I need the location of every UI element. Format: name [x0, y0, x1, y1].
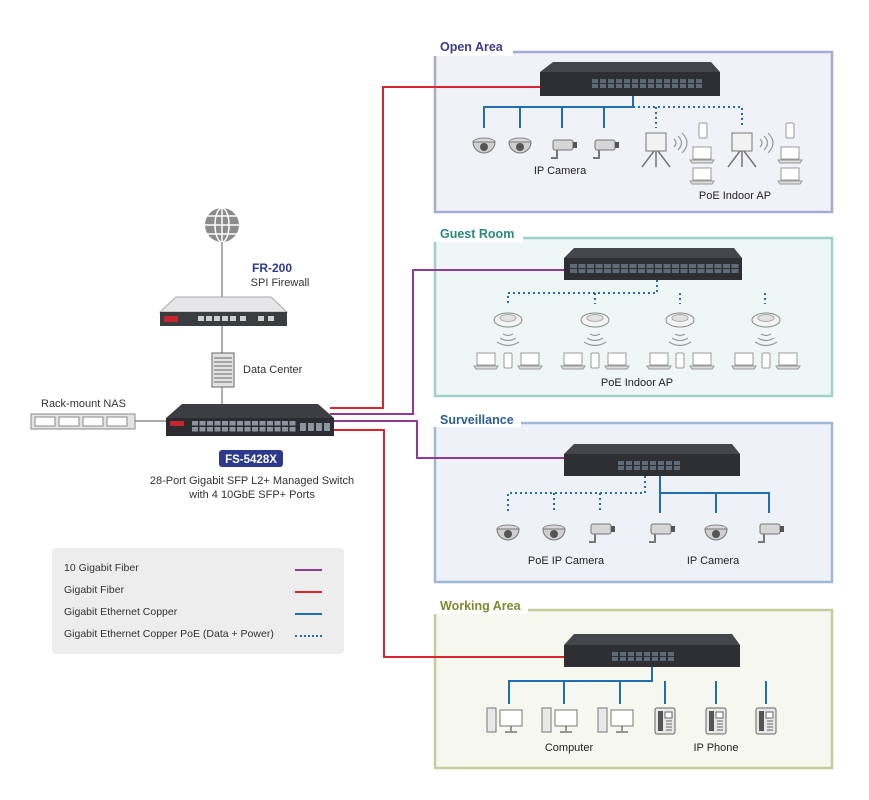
laptop-icon	[689, 146, 715, 164]
internet-globe-icon	[205, 207, 239, 243]
data-center-label: Data Center	[243, 364, 303, 376]
working-area-links	[508, 667, 767, 704]
legend: 10 Gigabit Fiber Gigabit Fiber Gigabit E…	[52, 548, 344, 654]
laptop-icon	[689, 167, 715, 185]
uplink-guest-room	[330, 269, 564, 415]
uplinks	[330, 86, 564, 658]
open-area-camera-label: IP Camera	[534, 165, 587, 177]
legend-label-gigabit-fiber: Gigabit Fiber	[64, 584, 125, 596]
legend-swatch-copper-poe	[295, 635, 322, 637]
working-area-phone-label: IP Phone	[693, 742, 738, 754]
surveillance-links	[507, 476, 770, 513]
switch-desc-line2: with 4 10GbE SFP+ Ports	[188, 489, 315, 501]
uplink-working-area	[330, 429, 564, 658]
uplink-surveillance	[330, 420, 564, 459]
ip-phone-icon	[705, 707, 727, 735]
zone-working-area: Working Area	[433, 598, 834, 770]
working-area-switch	[564, 634, 740, 667]
nas-device	[30, 413, 136, 430]
guest-room-links	[507, 280, 766, 304]
switch-model-badge: FS-5428X	[219, 450, 283, 467]
phone-icon	[785, 122, 795, 139]
phone-icon	[698, 122, 708, 139]
nas-label: Rack-mount NAS	[41, 398, 126, 410]
legend-swatch-10g-fiber	[295, 569, 322, 571]
surveillance-camera-label: IP Camera	[687, 555, 740, 567]
legend-label-10g-fiber: 10 Gigabit Fiber	[64, 562, 139, 574]
guest-room-switch	[564, 248, 742, 280]
laptop-icon	[777, 146, 803, 164]
zone-title-working-area: Working Area	[440, 599, 522, 613]
zone-title-guest-room: Guest Room	[440, 227, 514, 241]
guest-room-ap-label: PoE Indoor AP	[601, 377, 673, 389]
ip-phone-icon	[654, 707, 676, 735]
laptop-icon	[777, 167, 803, 185]
zone-title-open-area: Open Area	[440, 40, 504, 54]
legend-swatch-copper	[295, 613, 322, 615]
open-area-switch	[540, 62, 720, 96]
ip-phone-icon	[755, 707, 777, 735]
uplink-open-area	[330, 86, 540, 409]
firewall-desc: SPI Firewall	[251, 277, 310, 289]
zone-working-area-frame	[433, 608, 834, 770]
legend-label-copper-poe: Gigabit Ethernet Copper PoE (Data + Powe…	[64, 628, 274, 640]
switch-desc-line1: 28-Port Gigabit SFP L2+ Managed Switch	[150, 475, 354, 487]
core-switch	[166, 404, 334, 436]
open-area-links	[483, 96, 743, 128]
legend-swatch-gigabit-fiber	[295, 591, 322, 593]
surveillance-poe-camera-label: PoE IP Camera	[528, 555, 605, 567]
zone-title-surveillance: Surveillance	[440, 413, 514, 427]
zone-surveillance: Surveillance	[433, 411, 834, 584]
surveillance-switch	[564, 444, 740, 476]
firewall-device	[158, 296, 289, 326]
open-area-ap-label: PoE Indoor AP	[699, 190, 771, 202]
firewall-model: FR-200	[252, 261, 292, 275]
data-center-icon	[211, 352, 235, 388]
working-area-computer-label: Computer	[545, 742, 594, 754]
switch-model: FS-5428X	[225, 454, 277, 466]
legend-label-copper: Gigabit Ethernet Copper	[64, 606, 178, 618]
